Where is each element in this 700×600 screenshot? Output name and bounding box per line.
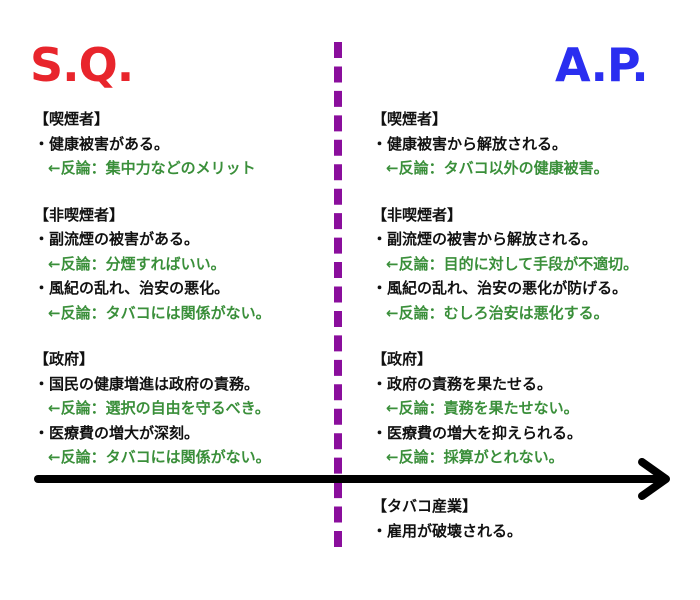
section-heading: 【タバコ産業】 bbox=[372, 497, 478, 515]
section-heading: 【非喫煙者】 bbox=[34, 205, 125, 224]
argument-point: ・副流煙の被害から解放される。 bbox=[372, 230, 598, 248]
ap-section-government: 【政府】 ・政府の責務を果たせる。 ←反論：責務を果たせない。 ・医療費の増大を… bbox=[372, 347, 692, 470]
sq-section-smokers: 【喫煙者】 ・健康被害がある。 ←反論：集中力などのメリット bbox=[34, 107, 334, 181]
argument-point: ・風紀の乱れ、治安の悪化が防げる。 bbox=[372, 279, 628, 297]
ap-section-smokers: 【喫煙者】 ・健康被害から解放される。 ←反論：タバコ以外の健康被害。 bbox=[372, 107, 692, 181]
arrow-head bbox=[638, 458, 670, 500]
affirmative-plan-column: 【喫煙者】 ・健康被害から解放される。 ←反論：タバコ以外の健康被害。 【非喫煙… bbox=[372, 107, 692, 492]
section-heading: 【政府】 bbox=[372, 350, 433, 368]
status-quo-title: S.Q. bbox=[30, 38, 134, 92]
rebuttal-text: ←反論：タバコには関係がない。 bbox=[48, 303, 271, 322]
rebuttal-text: ←反論：タバコには関係がない。 bbox=[48, 448, 271, 466]
rebuttal-text: ←反論：選択の自由を守るべき。 bbox=[48, 399, 270, 417]
argument-point: ・雇用が破壊される。 bbox=[372, 521, 523, 540]
rebuttal-text: ←反論：むしろ治安は悪化する。 bbox=[386, 303, 609, 322]
argument-point: ・医療費の増大を抑えられる。 bbox=[372, 423, 583, 442]
ap-section-tobacco-industry: 【タバコ産業】 ・雇用が破壊される。 bbox=[372, 494, 522, 543]
status-quo-column: 【喫煙者】 ・健康被害がある。 ←反論：集中力などのメリット 【非喫煙者】 ・副… bbox=[34, 107, 334, 492]
ap-section-nonsmokers: 【非喫煙者】 ・副流煙の被害から解放される。 ←反論：目的に対して手段が不適切。… bbox=[372, 203, 692, 326]
rebuttal-text: ←反論：集中力などのメリット bbox=[48, 159, 256, 177]
argument-point: ・健康被害から解放される。 bbox=[372, 134, 568, 153]
argument-point: ・副流煙の被害がある。 bbox=[34, 230, 200, 248]
section-heading: 【喫煙者】 bbox=[372, 110, 448, 128]
section-heading: 【政府】 bbox=[34, 350, 95, 368]
sq-section-nonsmokers: 【非喫煙者】 ・副流煙の被害がある。 ←反論：分煙すればいい。 ・風紀の乱れ、治… bbox=[34, 203, 334, 326]
argument-point: ・医療費の増大が深刻。 bbox=[34, 423, 200, 442]
argument-point: ・政府の責務を果たせる。 bbox=[372, 374, 553, 393]
sq-section-government: 【政府】 ・国民の健康増進は政府の責務。 ←反論：選択の自由を守るべき。 ・医療… bbox=[34, 347, 334, 470]
argument-point: ・健康被害がある。 bbox=[34, 134, 170, 153]
rebuttal-text: ←反論：分煙すればいい。 bbox=[48, 254, 226, 273]
section-heading: 【非喫煙者】 bbox=[372, 205, 463, 224]
section-heading: 【喫煙者】 bbox=[34, 110, 110, 128]
center-divider bbox=[334, 42, 342, 547]
rebuttal-text: ←反論：責務を果たせない。 bbox=[386, 399, 579, 417]
rebuttal-text: ←反論：タバコ以外の健康被害。 bbox=[386, 159, 609, 177]
rebuttal-text: ←反論：目的に対して手段が不適切。 bbox=[386, 254, 639, 273]
argument-point: ・国民の健康増進は政府の責務。 bbox=[34, 374, 260, 393]
affirmative-plan-title: A.P. bbox=[555, 38, 649, 92]
argument-point: ・風紀の乱れ、治安の悪化。 bbox=[34, 279, 230, 297]
rebuttal-text: ←反論：採算がとれない。 bbox=[386, 448, 564, 466]
